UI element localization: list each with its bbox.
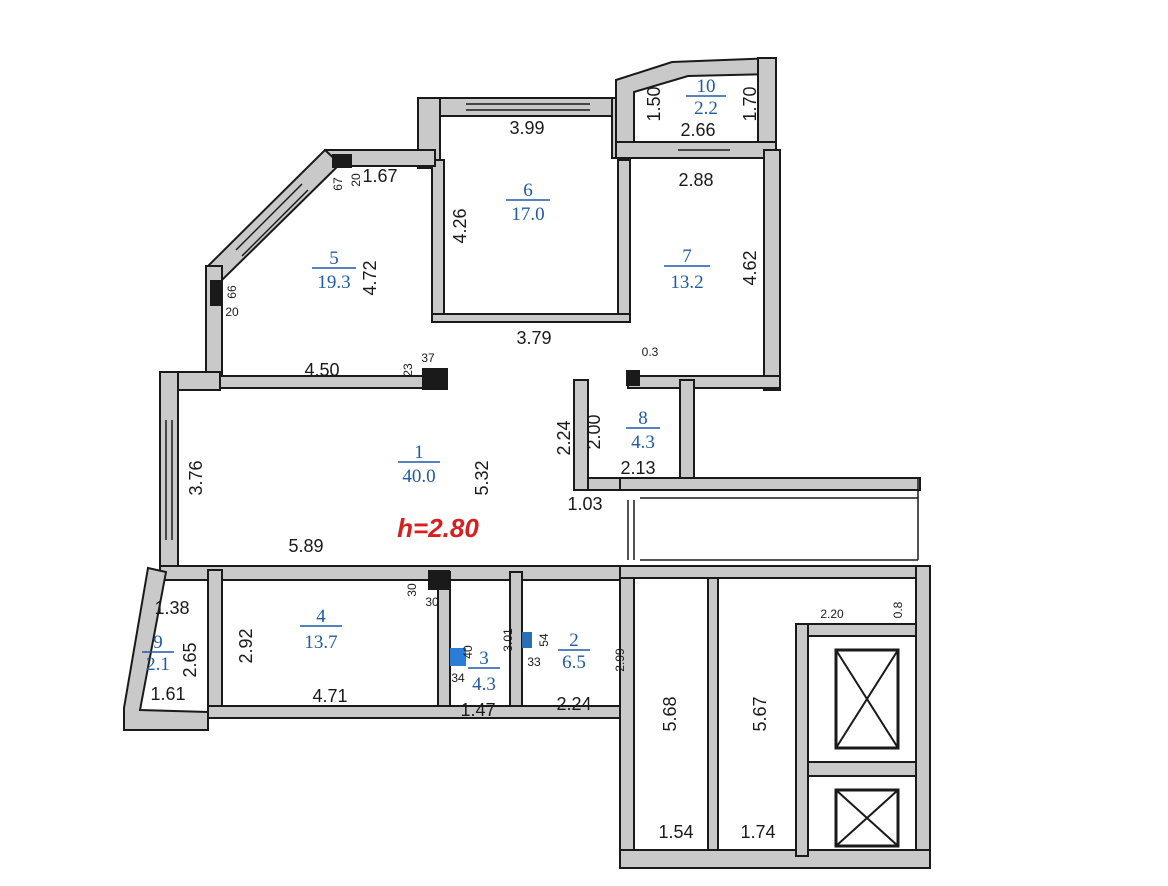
dim-label: 2.24 xyxy=(556,694,591,714)
dim-label: 2.20 xyxy=(820,607,844,621)
dim-label: 2.13 xyxy=(620,458,655,478)
dim-label: 1.70 xyxy=(740,86,760,121)
dim-label: 2.66 xyxy=(680,120,715,140)
dim-label: 34 xyxy=(451,671,465,685)
dim-label: 1.38 xyxy=(154,598,189,618)
room-7-number: 7 xyxy=(682,246,692,267)
dim-label: 2.24 xyxy=(554,420,574,455)
dim-label: 5.68 xyxy=(660,696,680,731)
room-4-number: 4 xyxy=(316,606,326,627)
room-9-number: 9 xyxy=(153,632,163,653)
room-10-area: 2.2 xyxy=(694,98,718,119)
room-1-number: 1 xyxy=(414,442,424,463)
dim-label: 66 xyxy=(225,285,239,299)
dim-label: 5.32 xyxy=(472,460,492,495)
dim-label: 3.76 xyxy=(186,460,206,495)
dim-label: 1.67 xyxy=(362,166,397,186)
room-6-area: 17.0 xyxy=(511,204,544,225)
dim-label: 0.8 xyxy=(891,601,905,618)
dim-label: 30 xyxy=(405,583,419,597)
dim-label: 1.54 xyxy=(658,822,693,842)
dim-label: 3.01 xyxy=(501,628,515,652)
dim-label: 2.00 xyxy=(584,414,604,449)
columns xyxy=(210,154,640,666)
dim-label: 3.79 xyxy=(516,328,551,348)
dim-label: 1.03 xyxy=(567,494,602,514)
room-5-area: 19.3 xyxy=(317,272,350,293)
dim-label: 37 xyxy=(421,351,435,365)
dim-label: 54 xyxy=(537,633,551,647)
room-4-area: 13.7 xyxy=(304,632,337,653)
dim-label: 2.65 xyxy=(180,642,200,677)
dim-label: 1.50 xyxy=(644,86,664,121)
dim-label: 1.74 xyxy=(740,822,775,842)
room-10-number: 10 xyxy=(697,76,716,97)
room-1-area: 40.0 xyxy=(402,466,435,487)
dim-label: 4.50 xyxy=(304,360,339,380)
dim-label: 2.99 xyxy=(613,648,627,672)
dim-label: 3.99 xyxy=(509,118,544,138)
dim-label: 4.71 xyxy=(312,686,347,706)
ceiling-height-label: h=2.80 xyxy=(397,513,479,543)
dim-label: 2.88 xyxy=(678,170,713,190)
room-7-area: 13.2 xyxy=(670,272,703,293)
room-3-area: 4.3 xyxy=(472,674,496,695)
room-6-number: 6 xyxy=(523,180,533,201)
room-8-number: 8 xyxy=(638,408,648,429)
room-3-number: 3 xyxy=(479,648,489,669)
dim-label: 40 xyxy=(461,645,475,659)
dim-label: 4.26 xyxy=(450,208,470,243)
room-2-number: 2 xyxy=(569,630,579,651)
dim-label: 67 xyxy=(331,177,345,191)
dim-label: 0.3 xyxy=(642,345,659,359)
room-8-area: 4.3 xyxy=(631,432,655,453)
room-9-area: 2.1 xyxy=(146,654,170,675)
windows xyxy=(165,103,919,561)
room-5-number: 5 xyxy=(329,248,339,269)
dim-label: 4.62 xyxy=(740,250,760,285)
dim-label: 1.47 xyxy=(460,700,495,720)
room-2-area: 6.5 xyxy=(562,652,586,673)
dim-label: 30 xyxy=(425,595,439,609)
dim-label: 33 xyxy=(527,655,541,669)
dim-label: 5.67 xyxy=(750,696,770,731)
room-labels: 1 40.0 2 6.5 3 4.3 4 13.7 5 19.3 6 17.0 … xyxy=(142,76,726,695)
dim-label: 5.89 xyxy=(288,536,323,556)
dim-label: 2.92 xyxy=(236,628,256,663)
dim-label: 4.72 xyxy=(360,260,380,295)
elevator-shaft-icon xyxy=(834,648,900,848)
dim-label: 20 xyxy=(225,305,239,319)
dim-label: 20 xyxy=(349,173,363,187)
dim-label: 1.61 xyxy=(150,684,185,704)
dim-label: 23 xyxy=(401,363,415,377)
dimension-labels: 1.50 2.66 1.70 3.99 4.26 3.79 2.88 4.62 … xyxy=(150,86,905,842)
